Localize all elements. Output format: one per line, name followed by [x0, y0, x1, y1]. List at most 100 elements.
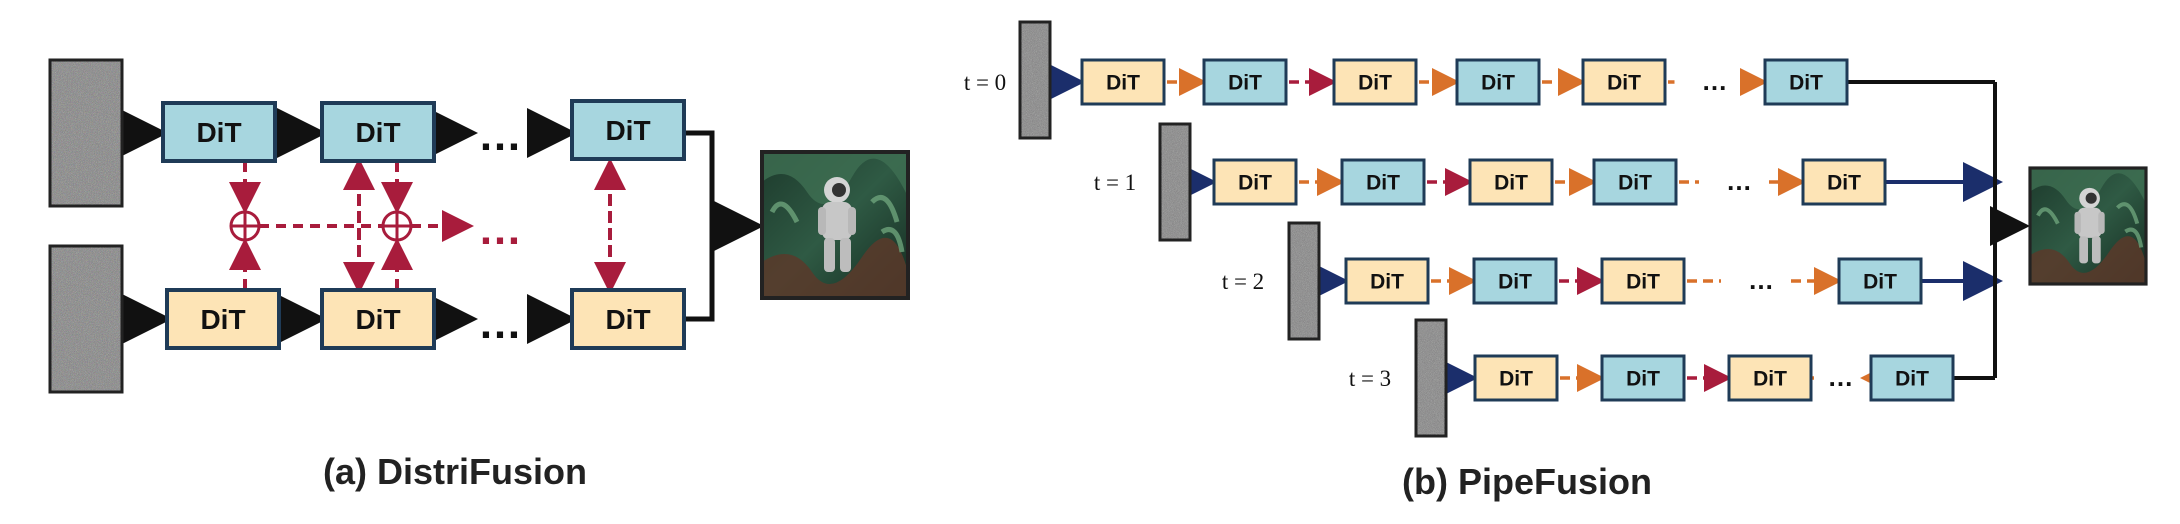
panel-b-dit-t1-3-box	[1468, 158, 1554, 206]
panel-a-noise-bottom	[48, 244, 124, 394]
panel-b-dit-t2-1-box	[1344, 257, 1430, 305]
panel-b-dit-t0-3-label: DiT	[1358, 72, 1392, 95]
panel-a-dit-bottom-2-label: DiT	[355, 304, 400, 335]
panel-a-dit-bottom-2: DiT	[320, 288, 436, 350]
panel-b-dit-t1-3-label: DiT	[1494, 172, 1528, 195]
panel-b-dit-t2-3: DiT	[1600, 257, 1686, 305]
panel-b-timestep-1: t = 1	[1094, 170, 1136, 195]
panel-b-dit-t2-3-label: DiT	[1626, 271, 1660, 294]
panel-a-output-image-frame	[760, 150, 910, 300]
panel-b-dit-t0-4-box	[1455, 58, 1541, 106]
panel-a-dots-top: …	[478, 111, 522, 160]
panel-b-dit-t0-2: DiT	[1202, 58, 1288, 106]
panel-b-dit-t2-2-box	[1472, 257, 1558, 305]
panel-b-dit-t3-1-box	[1473, 354, 1559, 402]
panel-a-noise-top	[48, 58, 124, 208]
panel-b-dit-t1-1-label: DiT	[1238, 172, 1272, 195]
panel-b-dit-t1-4-label: DiT	[1618, 172, 1652, 195]
panel-a-add-2	[381, 210, 413, 242]
panel-b-dit-t3-3: DiT	[1727, 354, 1813, 402]
panel-b-dots-t1: …	[1726, 166, 1752, 196]
panel-b-dit-t0-1-label: DiT	[1106, 72, 1140, 95]
panel-b-noise-t1	[1158, 122, 1192, 242]
panel-b-dit-t0-3: DiT	[1332, 58, 1418, 106]
panel-b-noise-t1-frame	[1158, 122, 1192, 242]
panel-b-dit-t0-6-box	[1763, 58, 1849, 106]
panel-b-dit-t0-4-label: DiT	[1481, 72, 1515, 95]
panel-b-dit-t2-2-label: DiT	[1498, 271, 1532, 294]
panel-b-dit-t0-2-label: DiT	[1228, 72, 1262, 95]
panel-b-dit-t1-5-label: DiT	[1827, 172, 1861, 195]
panel-b-timestep-2: t = 2	[1222, 269, 1264, 294]
panel-b-dots-t2: …	[1748, 265, 1774, 295]
panel-b-dit-t3-3-box	[1727, 354, 1813, 402]
panel-b-dit-t1-2: DiT	[1340, 158, 1426, 206]
panel-b-noise-t2	[1287, 221, 1321, 341]
panel-b-noise-t0-frame	[1018, 20, 1052, 140]
panel-a-dit-bottom-3-box	[570, 288, 686, 350]
panel-b-timestep-3: t = 3	[1349, 366, 1391, 391]
panel-b-dit-t0-5: DiT	[1581, 58, 1667, 106]
panel-b-output-image	[2028, 166, 2148, 286]
panel-a-output-image-picture	[762, 152, 908, 298]
panel-b-dit-t1-3: DiT	[1468, 158, 1554, 206]
panel-a-noise-bottom-grain	[50, 246, 122, 392]
panel-a-dots-mid: …	[478, 205, 522, 254]
panel-a-dit-bottom-3-label: DiT	[605, 304, 650, 335]
panel-b-output-image-picture	[2028, 166, 2148, 286]
panel-a-noise-top-grain	[50, 60, 122, 206]
panel-b-noise-t3-frame	[1414, 318, 1448, 438]
panel-b-dit-t0-3-box	[1332, 58, 1418, 106]
panel-a-dit-bottom-3: DiT	[570, 288, 686, 350]
panel-a-dit-top-3-box	[570, 99, 686, 161]
panel-b-dit-t3-4: DiT	[1869, 354, 1955, 402]
panel-a-dit-bottom-2-box	[320, 288, 436, 350]
panel-b-dit-t3-4-box	[1869, 354, 1955, 402]
panel-b-dit-t0-6: DiT	[1763, 58, 1849, 106]
panel-b-dit-t0-5-label: DiT	[1607, 72, 1641, 95]
panel-b-dit-t3-3-label: DiT	[1753, 368, 1787, 391]
panel-a-dit-top-2-label: DiT	[355, 117, 400, 148]
panel-a-dit-top-1-box	[161, 101, 277, 163]
panel-b-dots-t0: …	[1702, 66, 1728, 96]
node-layer: DiT DiT DiT DiT DiT DiT … … … t = 0 DiT DiT DiT DiT Di…	[48, 20, 2148, 438]
panel-a-dit-top-1-label: DiT	[196, 117, 241, 148]
panel-b-dit-t0-6-label: DiT	[1789, 72, 1823, 95]
panel-b-noise-t2-grain	[1289, 223, 1319, 339]
panel-a-dots-bottom: …	[478, 299, 522, 348]
panel-b-dit-t2-4-label: DiT	[1863, 271, 1897, 294]
panel-b-dit-t0-2-box	[1202, 58, 1288, 106]
panel-b-output-image-frame	[2028, 166, 2148, 286]
panel-b-noise-t0-grain	[1020, 22, 1050, 138]
panel-b-dit-t3-1: DiT	[1473, 354, 1559, 402]
panel-b-noise-t3	[1414, 318, 1448, 438]
panel-b-dit-t3-2: DiT	[1600, 354, 1686, 402]
panel-a-dit-bottom-1-box	[165, 288, 281, 350]
panel-b-dots-t3: …	[1828, 362, 1854, 392]
panel-b-dit-t2-3-box	[1600, 257, 1686, 305]
panel-a-dit-top-1: DiT	[161, 101, 277, 163]
panel-b-dit-t1-1-box	[1212, 158, 1298, 206]
panel-b-dit-t3-4-label: DiT	[1895, 368, 1929, 391]
panel-a-add-1	[229, 210, 261, 242]
panel-b-dit-t1-4-box	[1592, 158, 1678, 206]
panel-a-dit-top-3-label: DiT	[605, 115, 650, 146]
panel-a-dit-bottom-1: DiT	[165, 288, 281, 350]
panel-a-dit-top-2-box	[320, 101, 436, 163]
panel-b-dit-t1-2-label: DiT	[1366, 172, 1400, 195]
panel-b-noise-t3-grain	[1416, 320, 1446, 436]
panel-b-dit-t1-1: DiT	[1212, 158, 1298, 206]
panel-b-dit-t2-2: DiT	[1472, 257, 1558, 305]
panel-b-dit-t1-4: DiT	[1592, 158, 1678, 206]
panel-a-merge-line	[686, 130, 715, 322]
panel-b-dit-t2-4-box	[1837, 257, 1923, 305]
panel-a-output-image	[762, 152, 908, 298]
panel-b-timestep-0: t = 0	[964, 70, 1006, 95]
panel-b-dit-t0-4: DiT	[1455, 58, 1541, 106]
panel-a-dit-top-2: DiT	[320, 101, 436, 163]
panel-b-noise-t1-grain	[1160, 124, 1190, 240]
panel-a-noise-bottom-frame	[48, 244, 124, 394]
panel-a-noise-top-frame	[48, 58, 124, 208]
panel-b-dit-t3-2-label: DiT	[1626, 368, 1660, 391]
